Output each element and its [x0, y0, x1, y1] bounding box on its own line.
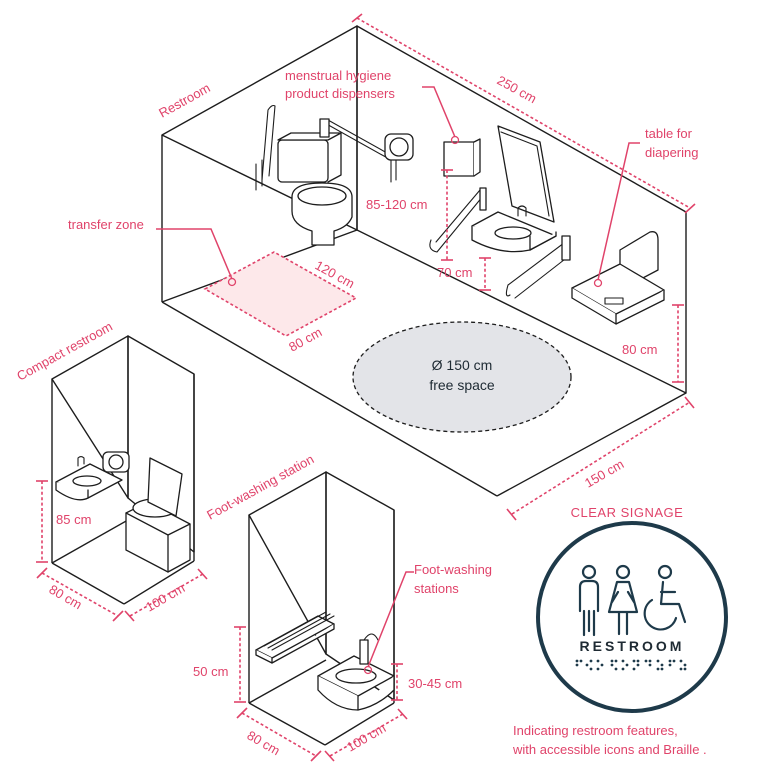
dim-250: [356, 17, 691, 209]
dim-150: [511, 401, 691, 515]
sign-restroom-text: RESTROOM: [580, 638, 685, 654]
table-label-line1: table for: [645, 126, 693, 141]
height-80-table-label: 80 cm: [622, 342, 657, 357]
toilet: [277, 132, 353, 246]
free-space-line2: free space: [429, 377, 495, 393]
foot-100-label: 100 cm: [344, 720, 388, 754]
braille-dots: [575, 659, 687, 671]
height-70-label: 70 cm: [437, 265, 472, 280]
restroom-label: Restroom: [156, 80, 213, 120]
male-figure-icon: [578, 564, 600, 637]
toilet-tank: [277, 139, 329, 183]
main-restroom: [156, 13, 696, 521]
caption-line1: Indicating restroom features,: [513, 723, 678, 738]
paper-holder: [384, 133, 414, 161]
foot-80-label: 80 cm: [245, 728, 283, 759]
grab-bar-bracket: [319, 118, 330, 138]
wheelchair-icon: [643, 564, 687, 631]
sign-circle: [536, 521, 728, 713]
clear-signage-title: CLEAR SIGNAGE: [571, 505, 684, 520]
floor-front-edge: [161, 301, 498, 497]
width-250-label: 250 cm: [495, 73, 540, 107]
floor-right-edge: [496, 392, 687, 497]
toilet-tank-top: [277, 132, 342, 141]
dim-foot-80: [241, 712, 317, 757]
fold-down-bench: [255, 611, 335, 664]
transfer-zone-label: transfer zone: [68, 217, 144, 232]
menstrual-leader: [422, 86, 456, 138]
foot-50-label: 50 cm: [193, 664, 228, 679]
compact-toilet: [125, 457, 191, 573]
restroom-sign: RESTROOM: [536, 521, 728, 713]
mirror-inner: [500, 131, 550, 217]
sink-bar-mount-right: [561, 235, 571, 261]
diaper-table: [571, 231, 665, 325]
free-space-line1: Ø 150 cm: [432, 357, 493, 373]
foot-washing-stations-line1: Foot-washing: [414, 562, 492, 577]
transfer-zone-leader: [156, 228, 233, 280]
transfer-zone-area: [203, 251, 358, 337]
compact-85-label: 85 cm: [56, 512, 91, 527]
sink-grab-bar-left: [429, 189, 484, 253]
sink-bar-mount: [479, 187, 487, 211]
foot-washing-stations-line2: stations: [414, 581, 459, 596]
foot-30-45-label: 30-45 cm: [408, 676, 462, 691]
compact-100-label: 100 cm: [143, 580, 187, 614]
table-label-line2: diapering: [645, 145, 699, 160]
height-85-120-label: 85-120 cm: [366, 197, 427, 212]
foot-washing-station: [234, 471, 414, 762]
toilet-seat: [297, 186, 347, 206]
fold-up-grab-bar: [261, 104, 276, 181]
compact-restroom: [36, 335, 208, 622]
grab-bar-mount: [255, 159, 263, 191]
mirror: [497, 125, 555, 223]
width-150-label: 150 cm: [582, 456, 626, 490]
menstrual-label-line1: menstrual hygiene: [285, 68, 391, 83]
accessible-sink: [471, 205, 557, 253]
toilet-tank-side: [327, 132, 342, 183]
foot-washing-leader: [367, 571, 414, 668]
dim-compact-80: [41, 572, 119, 617]
menstrual-label-line2: product dispensers: [285, 86, 395, 101]
foot-basin: [317, 633, 395, 711]
female-figure-icon: [607, 564, 639, 636]
free-space-circle: [352, 321, 572, 433]
caption-line2: with accessible icons and Braille .: [512, 742, 707, 757]
diaper-leader: [597, 142, 640, 281]
